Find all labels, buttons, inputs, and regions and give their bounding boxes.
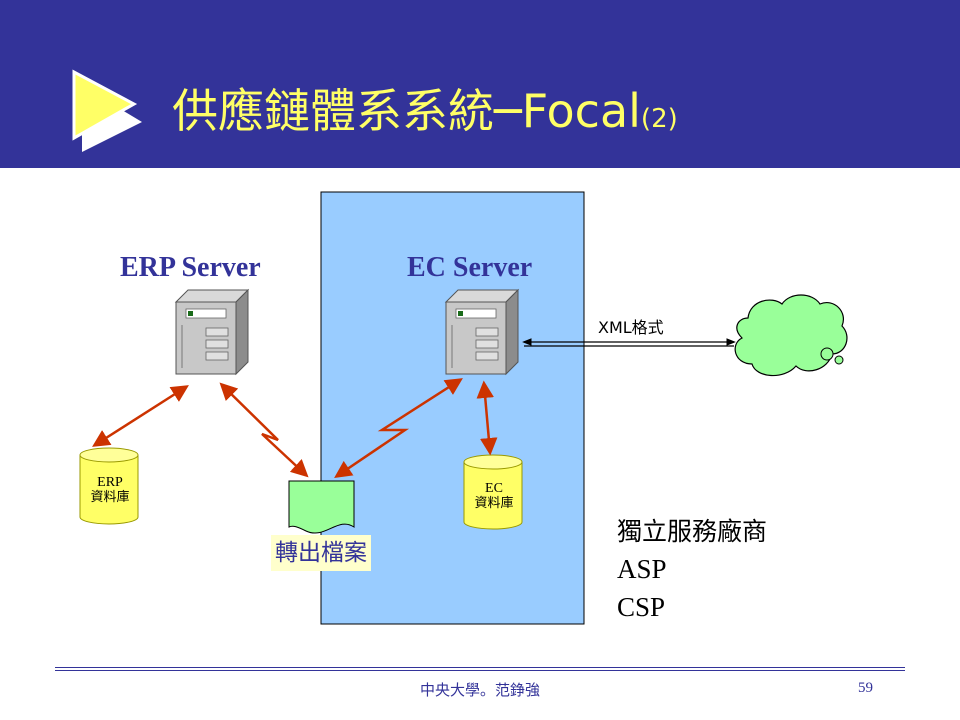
erp-database-label-line1: ERP [97,475,123,490]
erp-server-label: ERP Server [120,252,261,283]
erp-database-icon [79,447,139,525]
ec-db-link-arrow [476,380,498,456]
footer-divider-bottom [55,670,905,671]
page-number: 59 [858,680,873,696]
vendor-title: 獨立服務廠商 [617,517,768,546]
ec-database-icon [463,454,523,530]
erp-server-icon [174,288,250,376]
footer-org: 中央大學。范錚強 [419,681,540,699]
export-file-label: 轉出檔案 [271,535,371,571]
erp-db-link-arrow [92,385,189,447]
erp-export-link-arrow [219,382,309,478]
title-suffix: (2) [640,104,678,134]
xml-format-label: XML格式 [598,318,664,337]
play-arrow-icon [72,69,142,152]
ec-export-link-arrow [334,378,463,478]
title-bar [0,0,960,168]
ec-database-label-line2: 資料庫 [474,496,514,512]
ec-server-label: EC Server [407,252,533,283]
vendor-asp: ASP [617,554,667,584]
xml-link-arrow [522,338,736,347]
ec-database-label-line1: EC [485,481,503,496]
independent-vendor-list: 獨立服務廠商 ASP CSP [617,514,767,626]
export-file-icon [288,480,355,534]
footer-divider-top [55,667,905,668]
erp-database-label: ERP 資料庫 [80,475,140,506]
slide-title: 供應鏈體系系統─Focal(2) [172,88,678,134]
ec-server-icon [444,288,520,376]
title-main: 供應鏈體系系統─Focal [172,84,641,138]
erp-database-label-line2: 資料庫 [90,490,130,506]
cloud-icon [734,294,848,377]
vendor-csp: CSP [617,592,666,622]
ec-database-label: EC 資料庫 [464,481,524,512]
